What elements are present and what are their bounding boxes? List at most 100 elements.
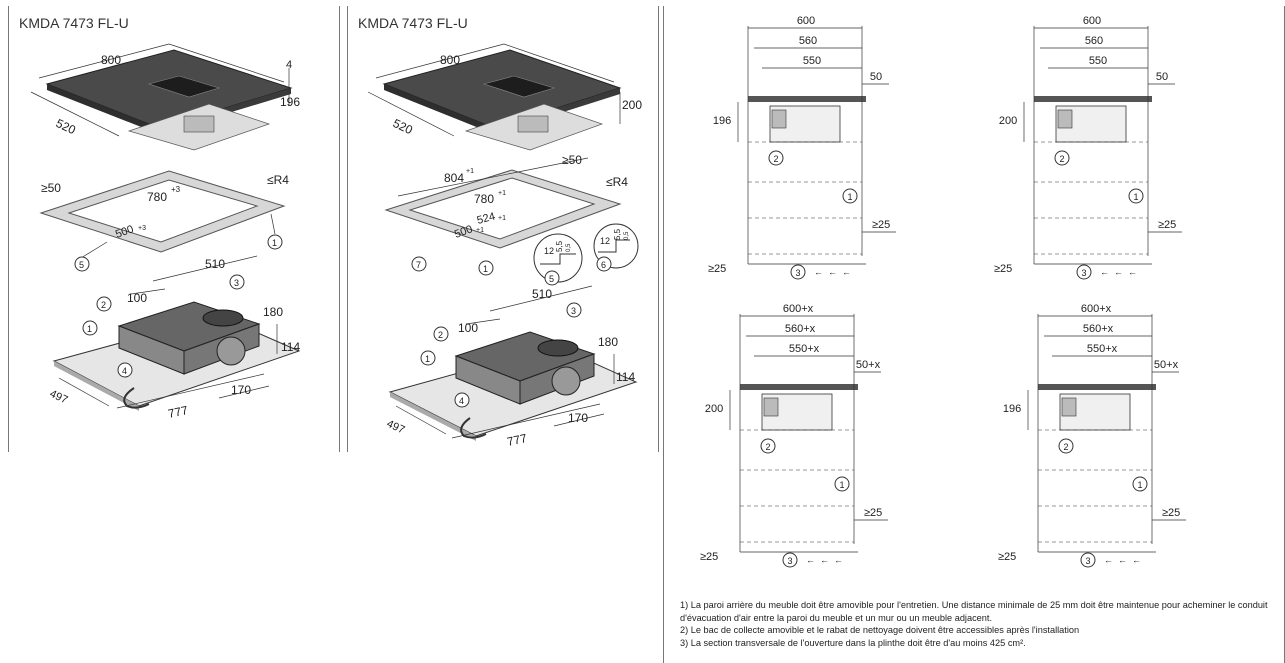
svg-text:2: 2 — [438, 330, 443, 340]
dim-rear-clearance: ≥25 — [1158, 219, 1176, 231]
cabinet-section-views: 60056055050196≥25≥25213←←←60056055050200… — [700, 15, 1186, 568]
dim-frame-outer: 804 — [444, 171, 464, 185]
worktop — [748, 96, 866, 102]
dim-unit-height: 196 — [1003, 403, 1021, 415]
callout-1: 1 — [1128, 188, 1144, 204]
svg-text:7: 7 — [416, 260, 421, 270]
dim-base-width: 777 — [167, 403, 190, 421]
airflow-arrow: ← — [834, 555, 843, 565]
svg-text:3: 3 — [1081, 268, 1086, 278]
dim-plinth-height: ≥25 — [708, 263, 726, 275]
svg-text:2: 2 — [773, 154, 778, 164]
dim-width-550: 550+x — [1087, 343, 1118, 355]
svg-text:3: 3 — [795, 268, 800, 278]
dim-unit-depth: 180 — [598, 335, 618, 349]
dim-base-depth: 497 — [48, 388, 70, 407]
model-title: KMDA 7473 FL-U — [358, 15, 468, 31]
callout-3: 3 — [1080, 552, 1096, 568]
airflow-arrow: ← — [1100, 267, 1109, 277]
svg-text:4: 4 — [459, 396, 464, 406]
dim-width-600: 600 — [797, 15, 815, 27]
model-title: KMDA 7473 FL-U — [19, 15, 129, 31]
callout-4: 4 — [454, 392, 470, 408]
dim-hob-width: 800 — [440, 53, 460, 67]
dim-rear-gap: 50 — [870, 71, 882, 83]
dim-width-600: 600+x — [783, 303, 814, 315]
dim-cut-width-tol: +1 — [498, 190, 506, 197]
callout-5: 5 — [74, 256, 90, 272]
diagram-panel-1: KMDA 7473 FL-U 800 520 4 196 ≥50 780 +3 — [8, 6, 340, 452]
airflow-arrow: ← — [806, 555, 815, 565]
dim-rear-clearance: ≥25 — [1162, 507, 1180, 519]
cutout-frame — [384, 169, 622, 249]
callout-3: 3 — [566, 302, 582, 318]
callout-1: 1 — [834, 476, 850, 492]
dim-unit-width: 510 — [205, 257, 225, 271]
svg-text:0,5: 0,5 — [624, 231, 630, 240]
extraction-unit — [52, 301, 301, 411]
dim-outlet: 170 — [231, 383, 251, 397]
callout-2: 2 — [433, 326, 449, 342]
dim-width-560: 560 — [1085, 35, 1103, 47]
dim-cut-depth: 500 — [453, 223, 474, 241]
svg-text:5: 5 — [79, 260, 84, 270]
svg-text:2: 2 — [765, 442, 770, 452]
dim-frame-gap: ≥50 — [41, 181, 61, 195]
note-1: 1) La paroi arrière du meuble doit être … — [680, 600, 1268, 623]
dim-width-600: 600+x — [1081, 303, 1112, 315]
cutout-frame — [39, 170, 286, 253]
installation-notes: 1) La paroi arrière du meuble doit être … — [680, 599, 1280, 649]
dim-outlet: 170 — [568, 411, 588, 425]
dim-unit-height: 196 — [713, 115, 731, 127]
airflow-arrow: ← — [820, 555, 829, 565]
dim-unit-height: 114 — [281, 340, 300, 354]
airflow-arrow: ← — [1132, 555, 1141, 565]
dim-plinth-height: ≥25 — [998, 551, 1016, 563]
detail-circle-6: 12 5,5 0,5 6 — [593, 223, 639, 272]
dim-hob-height: 196 — [280, 95, 300, 109]
detail-circle-5: 12 5,5 0,5 5 — [533, 233, 583, 286]
callout-1: 1 — [478, 260, 494, 276]
dim-hob-width: 800 — [101, 53, 121, 67]
dim-radius: ≤R4 — [267, 173, 289, 187]
airflow-arrow: ← — [1114, 267, 1123, 277]
airflow-arrow: ← — [1104, 555, 1113, 565]
dim-cut-width: 780 — [474, 192, 494, 206]
dim-unit-width: 510 — [532, 287, 552, 301]
dim-unit-offset: 100 — [458, 321, 478, 335]
dim-frame-gap: ≥50 — [562, 153, 582, 167]
svg-text:6: 6 — [601, 260, 606, 270]
svg-text:3: 3 — [1085, 556, 1090, 566]
dim-cut-depth: 500 — [114, 223, 135, 241]
svg-text:1: 1 — [839, 480, 844, 490]
svg-text:3: 3 — [234, 278, 239, 288]
dim-rear-gap: 50+x — [856, 359, 881, 371]
worktop — [1034, 96, 1152, 102]
airflow-arrow: ← — [828, 267, 837, 277]
hob-illustration — [382, 49, 622, 151]
dim-hob-depth: 520 — [54, 116, 78, 137]
callout-3: 3 — [229, 274, 245, 290]
svg-text:1: 1 — [847, 192, 852, 202]
dim-radius: ≤R4 — [606, 175, 628, 189]
svg-text:1: 1 — [272, 238, 277, 248]
svg-text:5: 5 — [549, 274, 554, 284]
dim-hob-height: 200 — [622, 98, 642, 112]
hob-dimension-lines — [30, 43, 290, 137]
svg-text:1: 1 — [1137, 480, 1142, 490]
dim-width-600: 600 — [1083, 15, 1101, 27]
dim-rear-clearance: ≥25 — [872, 219, 890, 231]
dim-width-550: 550 — [1089, 55, 1107, 67]
installation-drawing-2: 800 520 200 804 +1 ≥50 780 +1 524 +1 500… — [367, 43, 642, 449]
callout-1: 1 — [82, 320, 98, 336]
dim-frame-mid: 524 — [476, 211, 497, 227]
callout-3: 3 — [1076, 264, 1092, 280]
dim-cut-width-tol: +3 — [171, 185, 181, 194]
svg-text:0,5: 0,5 — [566, 243, 572, 252]
dim-rear-gap: 50+x — [1154, 359, 1179, 371]
dim-unit-height: 114 — [616, 370, 635, 384]
